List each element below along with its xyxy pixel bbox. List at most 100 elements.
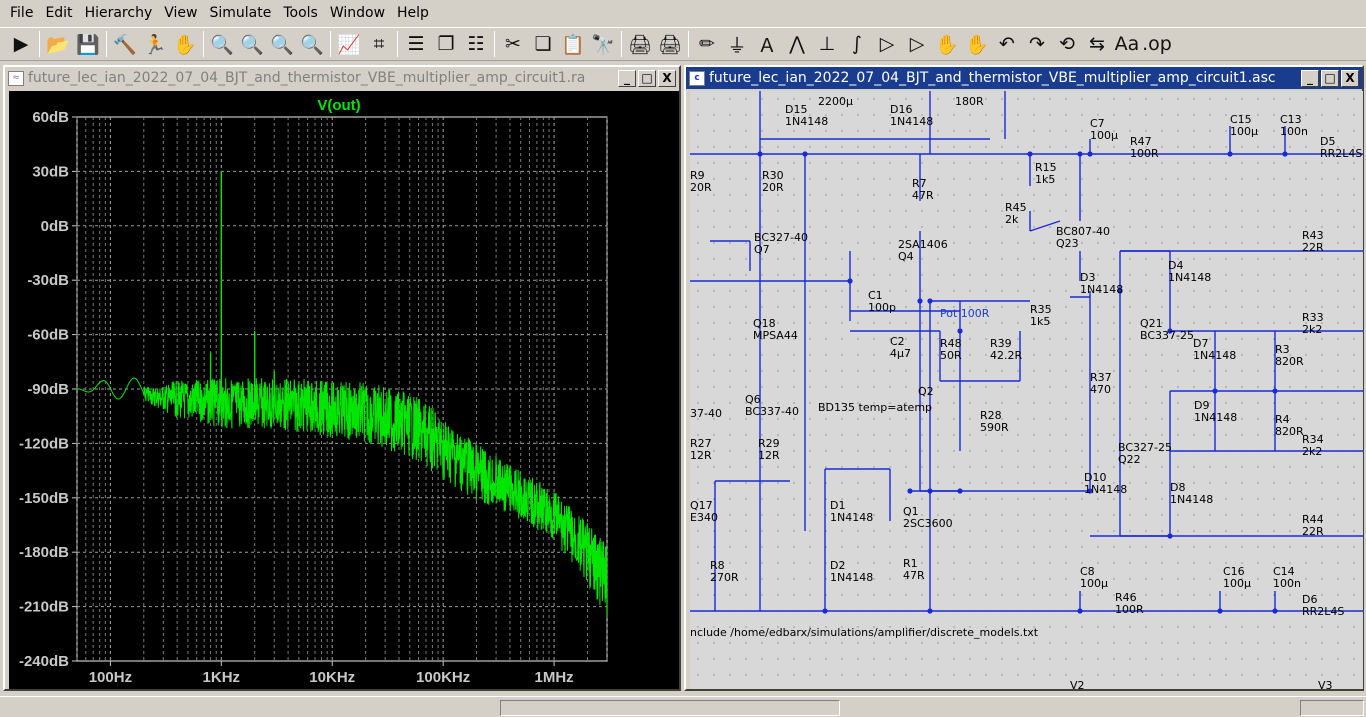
part-label: R29 (758, 437, 780, 450)
part-label: R43 (1302, 229, 1324, 242)
text-icon[interactable]: Aa (1114, 33, 1140, 55)
label-net-icon[interactable]: Ａ (757, 34, 777, 57)
part-value: 470 (1090, 383, 1111, 396)
capacitor-icon[interactable]: ⊥ (818, 33, 836, 55)
part-label: BD135 temp=atemp (818, 401, 932, 414)
halt-icon[interactable]: ✋ (173, 33, 197, 56)
mirror-icon[interactable]: ⇆ (1089, 33, 1105, 55)
maximize-button[interactable]: □ (638, 69, 656, 87)
run-halt-icon[interactable]: 🏃 (143, 33, 167, 56)
resistor-icon[interactable]: ⋀ (789, 33, 805, 55)
minimize-button[interactable]: _ (618, 69, 636, 87)
close-button[interactable]: X (658, 69, 676, 87)
part-value: 1N4148 (1168, 271, 1211, 284)
part-label: Q21 (1140, 317, 1163, 330)
component-icon[interactable]: ▷ (909, 33, 925, 55)
autorange-icon[interactable]: 📈 (337, 33, 361, 56)
part-label: D9 (1194, 399, 1209, 412)
bode-chart[interactable]: 60dB30dB0dB-30dB-60dB-90dB-120dB-150dB-1… (9, 91, 679, 689)
schematic-window-titlebar[interactable]: c future_lec_ian_2022_07_04_BJT_and_ther… (686, 67, 1362, 89)
undo-icon[interactable]: ↶ (999, 33, 1015, 55)
junction-dot (1282, 151, 1288, 157)
open-icon[interactable]: 📂 (46, 33, 70, 56)
cut-icon[interactable]: ✂ (505, 33, 521, 55)
part-label: C2 (890, 335, 905, 348)
part-label: R7 (912, 177, 927, 190)
part-value: 1N4148 (1080, 283, 1123, 296)
zoom-full-icon[interactable]: 🔍 (240, 33, 264, 56)
toolbar-separator (106, 31, 107, 57)
menu-bar: File Edit Hierarchy View Simulate Tools … (0, 0, 1366, 26)
x-tick-label: 1KHz (203, 669, 241, 686)
menu-edit[interactable]: Edit (45, 5, 73, 21)
part-value: 820R (1275, 355, 1304, 368)
toolbar-separator (494, 31, 495, 57)
junction-dot (957, 488, 963, 494)
paste-icon[interactable]: 📋 (561, 33, 585, 56)
move-icon[interactable]: ✋ (935, 33, 959, 56)
control-panel-icon[interactable]: 🔨 (113, 33, 137, 56)
part-label: R3 (1275, 343, 1290, 356)
menu-hierarchy[interactable]: Hierarchy (84, 5, 153, 21)
minimize-button[interactable]: _ (1301, 69, 1319, 87)
plot-window[interactable]: ≈ future_lec_ian_2022_07_04_BJT_and_ther… (3, 65, 681, 691)
menu-view[interactable]: View (164, 5, 198, 21)
status-field-main (500, 700, 840, 716)
find-icon[interactable]: 🔭 (591, 33, 615, 56)
part-label: D10 (1084, 471, 1106, 484)
part-label: R44 (1302, 513, 1324, 526)
close-button[interactable]: X (1341, 69, 1359, 87)
schematic-window[interactable]: c future_lec_ian_2022_07_04_BJT_and_ther… (684, 65, 1364, 691)
ground-icon[interactable]: ⏚ (727, 34, 747, 57)
menu-file[interactable]: File (10, 5, 34, 21)
part-label: R33 (1302, 311, 1324, 324)
part-value: 820R (1275, 425, 1304, 438)
save-icon[interactable]: 💾 (76, 33, 100, 56)
junction-dot (1027, 151, 1033, 157)
menu-window[interactable]: Window (329, 5, 386, 21)
part-value: 20R (762, 181, 784, 194)
plot-window-titlebar[interactable]: ≈ future_lec_ian_2022_07_04_BJT_and_ther… (5, 67, 679, 89)
zoom-out-icon[interactable]: 🔍 (270, 33, 294, 56)
tile-vertical-icon[interactable]: ☷ (467, 33, 485, 55)
copy-icon[interactable]: ❏ (534, 33, 552, 55)
print-setup-icon[interactable]: 🖨 (627, 33, 653, 56)
cascade-icon[interactable]: ❐ (437, 33, 455, 55)
part-label: C8 (1080, 565, 1095, 578)
part-label: D15 (785, 103, 807, 116)
x-tick-label: 1MHz (534, 669, 573, 686)
spice-directive-icon[interactable]: .op (1142, 33, 1172, 55)
inductor-icon[interactable]: ∫ (852, 33, 862, 55)
diode-icon[interactable]: ▷ (879, 33, 895, 55)
schematic-doc-icon: c (689, 70, 705, 86)
menu-simulate[interactable]: Simulate (209, 5, 272, 21)
part-value: 2k (1005, 213, 1019, 226)
y-tick-label: -210dB (19, 599, 69, 616)
print-icon[interactable]: 🖨 (657, 33, 683, 56)
toolbar-separator (203, 31, 204, 57)
drag-icon[interactable]: ✋ (965, 33, 989, 56)
redo-icon[interactable]: ↷ (1029, 33, 1045, 55)
zoom-in-icon[interactable]: 🔍 (210, 33, 234, 56)
zoom-cancel-icon[interactable]: 🔍 (300, 33, 324, 56)
part-value: 47R (903, 569, 925, 582)
rotate-icon[interactable]: ⟲ (1059, 33, 1075, 55)
draw-wire-icon[interactable]: ✏ (699, 33, 715, 55)
part-value: 2k2 (1302, 323, 1322, 336)
x-tick-label: 100KHz (416, 669, 470, 686)
menu-tools[interactable]: Tools (283, 5, 318, 21)
run-icon[interactable]: ▶ (13, 33, 29, 55)
toolbar-separator (330, 31, 331, 57)
maximize-button[interactable]: □ (1321, 69, 1339, 87)
trace-title[interactable]: V(out) (317, 97, 360, 114)
menu-help[interactable]: Help (397, 5, 429, 21)
part-value: 12R (690, 449, 712, 462)
probe-icon[interactable]: ⌗ (373, 33, 385, 55)
source-label: V2 (1070, 679, 1085, 689)
tile-horizontal-icon[interactable]: ☰ (407, 33, 425, 55)
part-value: RR2L4S (1320, 147, 1362, 160)
status-bar (0, 696, 1366, 717)
